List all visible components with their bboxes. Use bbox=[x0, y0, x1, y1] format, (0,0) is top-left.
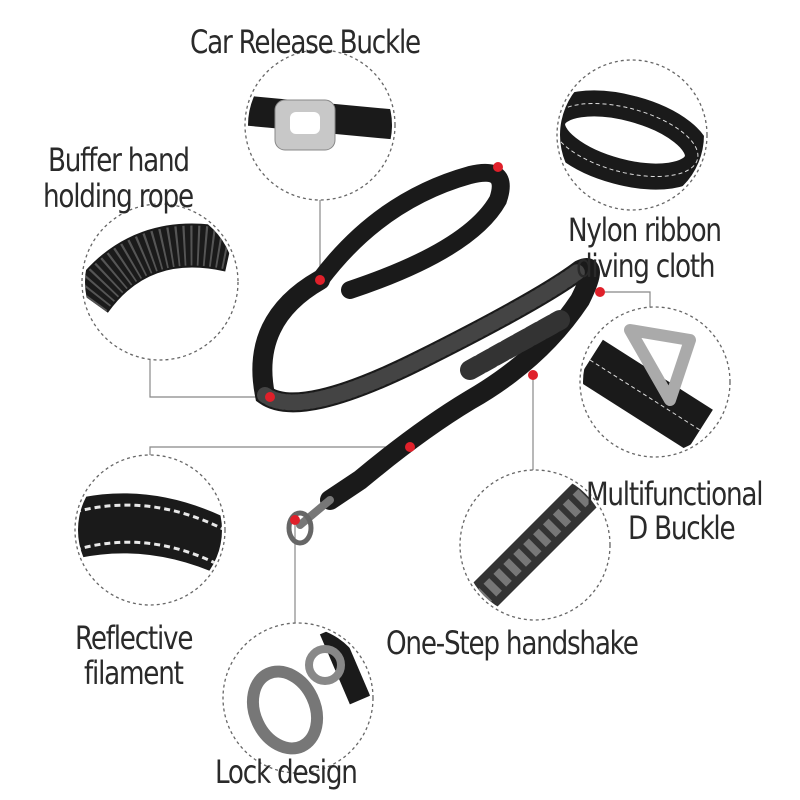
leash bbox=[252, 163, 600, 529]
label-buffer-line1: Buffer hand bbox=[48, 141, 190, 179]
marker-dots bbox=[265, 162, 605, 525]
label-nylon-line2: diving cloth bbox=[576, 247, 716, 285]
label-dbuckle-line2: D Buckle bbox=[628, 509, 736, 547]
label-car-release-buckle: Car Release Buckle bbox=[190, 23, 421, 61]
label-lock-design: Lock design bbox=[215, 753, 358, 791]
label-buffer-line2: holding rope bbox=[43, 177, 194, 215]
callout-lines bbox=[149, 200, 651, 624]
label-reflective-line2: filament bbox=[84, 654, 184, 692]
label-dbuckle-line1: Multifunctional bbox=[586, 475, 763, 513]
label-handshake: One-Step handshake bbox=[386, 624, 639, 662]
label-reflective-line1: Reflective bbox=[75, 619, 193, 657]
label-nylon-line1: Nylon ribbon bbox=[568, 211, 722, 249]
carabiner-icon bbox=[286, 510, 314, 546]
